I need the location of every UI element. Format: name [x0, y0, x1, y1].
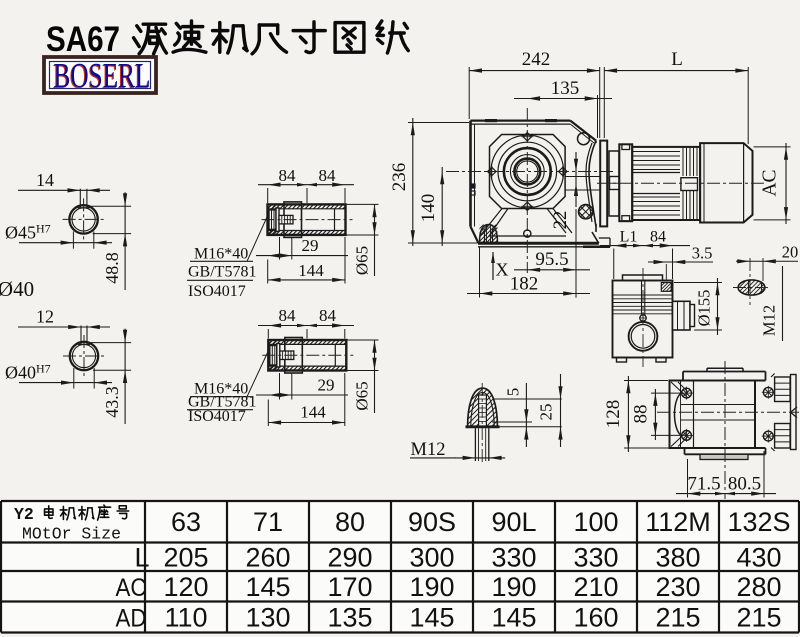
svg-text:29: 29	[302, 236, 319, 255]
svg-text:160: 160	[573, 603, 618, 633]
svg-text:290: 290	[327, 543, 372, 573]
svg-text:430: 430	[736, 543, 781, 573]
svg-text:M16*40: M16*40	[194, 381, 248, 398]
svg-text:215: 215	[655, 603, 700, 633]
svg-text:Ø155: Ø155	[695, 290, 714, 327]
svg-text:Y2: Y2	[14, 505, 34, 524]
svg-text:145: 145	[491, 603, 536, 633]
svg-text:84: 84	[319, 166, 337, 185]
svg-text:90L: 90L	[491, 507, 536, 537]
svg-text:100: 100	[573, 507, 618, 537]
svg-text:280: 280	[736, 572, 781, 602]
svg-text:SA67: SA67	[46, 20, 120, 59]
svg-text:170: 170	[327, 572, 372, 602]
svg-text:135: 135	[327, 603, 372, 633]
svg-text:242: 242	[522, 49, 551, 70]
svg-text:5: 5	[504, 388, 523, 397]
svg-text:X: X	[496, 260, 509, 280]
svg-text:144: 144	[298, 261, 324, 280]
svg-text:330: 330	[491, 543, 536, 573]
svg-text:205: 205	[163, 543, 208, 573]
svg-text:22: 22	[551, 211, 571, 230]
svg-text:215: 215	[736, 603, 781, 633]
svg-text:Ø65: Ø65	[352, 381, 371, 410]
svg-text:190: 190	[409, 572, 454, 602]
svg-text:132S: 132S	[727, 507, 790, 537]
svg-text:135: 135	[551, 78, 580, 99]
svg-text:L1: L1	[620, 229, 638, 246]
svg-text:GB/T5781: GB/T5781	[188, 264, 256, 281]
svg-text:145: 145	[409, 603, 454, 633]
svg-text:71: 71	[253, 507, 283, 537]
svg-text:71.5: 71.5	[687, 474, 720, 495]
svg-text:63: 63	[171, 507, 201, 537]
svg-text:M16*40: M16*40	[194, 245, 248, 262]
svg-text:3.5: 3.5	[692, 244, 713, 263]
svg-text:80: 80	[335, 507, 365, 537]
svg-text:84: 84	[279, 306, 297, 325]
svg-text:128: 128	[603, 400, 624, 429]
svg-text:25: 25	[537, 404, 556, 421]
svg-text:88: 88	[631, 405, 652, 424]
svg-text:182: 182	[510, 274, 539, 295]
svg-text:190: 190	[491, 572, 536, 602]
svg-text:95.5: 95.5	[535, 249, 568, 270]
svg-text:L: L	[671, 49, 683, 70]
svg-text:M12: M12	[411, 440, 446, 460]
svg-text:236: 236	[389, 163, 410, 192]
svg-text:330: 330	[573, 543, 618, 573]
svg-text:Ø65: Ø65	[353, 246, 372, 275]
svg-text:20: 20	[782, 243, 799, 262]
svg-text:120: 120	[163, 572, 208, 602]
svg-text:140: 140	[418, 194, 439, 223]
svg-text:BOSERL: BOSERL	[54, 56, 151, 95]
svg-text:MOtOr Size: MOtOr Size	[22, 525, 121, 544]
svg-text:110: 110	[164, 603, 207, 633]
svg-text:112M: 112M	[645, 507, 711, 537]
svg-text:AD: AD	[116, 605, 147, 633]
svg-text:ISO4017: ISO4017	[188, 283, 246, 300]
svg-text:84: 84	[279, 166, 297, 185]
svg-text:230: 230	[655, 572, 700, 602]
svg-text:84: 84	[650, 229, 666, 246]
svg-text:12: 12	[36, 307, 54, 327]
svg-text:Ø40: Ø40	[0, 277, 34, 301]
svg-text:14: 14	[36, 170, 54, 190]
svg-text:144: 144	[300, 403, 326, 422]
svg-text:AC: AC	[116, 574, 147, 602]
svg-text:300: 300	[409, 543, 454, 573]
svg-text:380: 380	[655, 543, 700, 573]
svg-text:48.8: 48.8	[102, 252, 122, 284]
svg-text:90S: 90S	[408, 507, 456, 537]
svg-text:ISO4017: ISO4017	[188, 408, 246, 425]
svg-text:AC: AC	[760, 169, 781, 196]
svg-text:210: 210	[573, 572, 618, 602]
svg-text:130: 130	[245, 603, 290, 633]
svg-text:80.5: 80.5	[728, 474, 761, 495]
svg-text:BOSERL: BOSERL	[53, 57, 150, 96]
svg-text:M12: M12	[760, 305, 779, 336]
svg-text:GB/T5781: GB/T5781	[188, 394, 256, 411]
svg-text:260: 260	[245, 543, 290, 573]
svg-text:43.3: 43.3	[102, 386, 122, 418]
svg-text:29: 29	[318, 376, 335, 395]
svg-text:84: 84	[319, 306, 337, 325]
svg-text:L: L	[134, 543, 149, 573]
svg-text:145: 145	[245, 572, 290, 602]
